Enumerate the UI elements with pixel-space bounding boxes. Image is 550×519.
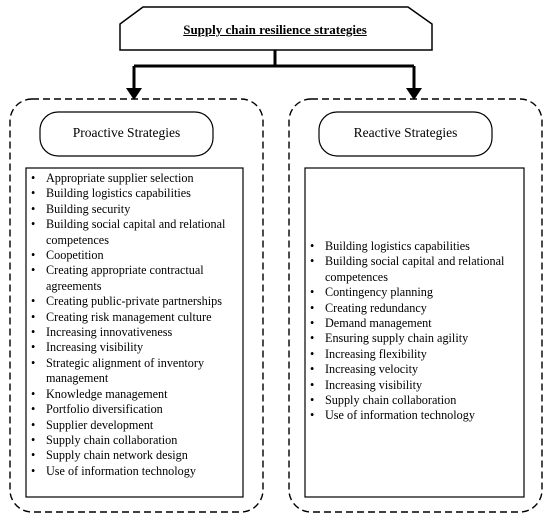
reactive-header-label: Reactive Strategies	[353, 125, 458, 140]
list-item: Supply chain collaboration	[307, 393, 524, 409]
list-item: Increasing innovativeness	[28, 325, 243, 341]
list-item: Increasing velocity	[307, 362, 524, 378]
list-item: Creating risk management culture	[28, 310, 243, 326]
title-box	[119, 6, 433, 51]
list-item: Contingency planning	[307, 285, 524, 301]
arrowhead-right	[406, 88, 422, 100]
list-item: Increasing visibility	[28, 340, 243, 356]
proactive-header-label: Proactive Strategies	[72, 125, 181, 140]
list-item: Supply chain collaboration	[28, 433, 243, 449]
list-item: Building security	[28, 202, 243, 218]
arrowhead-left	[126, 88, 142, 100]
diagram-title: Supply chain resilience strategies	[183, 22, 367, 37]
list-item: Supplier development	[28, 418, 243, 434]
list-item: Supply chain network design	[28, 448, 243, 464]
proactive-strategy-list: Appropriate supplier selection Building …	[28, 171, 243, 480]
proactive-header-box	[39, 111, 214, 157]
list-item: Appropriate supplier selection	[28, 171, 243, 187]
list-item: Creating appropriate contractual agreeme…	[28, 263, 243, 294]
reactive-container	[288, 98, 543, 513]
list-item: Increasing visibility	[307, 378, 524, 394]
list-item: Demand management	[307, 316, 524, 332]
proactive-container	[9, 98, 264, 513]
list-item: Knowledge management	[28, 387, 243, 403]
list-item: Building social capital and relational c…	[28, 217, 243, 248]
list-item: Use of information technology	[307, 408, 524, 424]
list-item: Creating redundancy	[307, 301, 524, 317]
list-item: Building logistics capabilities	[28, 186, 243, 202]
list-item: Coopetition	[28, 248, 243, 264]
list-item: Strategic alignment of inventory managem…	[28, 356, 243, 387]
reactive-strategy-list: Building logistics capabilities Building…	[307, 239, 524, 424]
list-item: Ensuring supply chain agility	[307, 331, 524, 347]
reactive-header-box	[318, 111, 493, 157]
list-item: Building logistics capabilities	[307, 239, 524, 255]
list-item: Portfolio diversification	[28, 402, 243, 418]
connector-arrows	[132, 50, 416, 90]
list-item: Use of information technology	[28, 464, 243, 480]
list-item: Building social capital and relational c…	[307, 254, 524, 285]
list-item: Increasing flexibility	[307, 347, 524, 363]
list-item: Creating public-private partnerships	[28, 294, 243, 310]
